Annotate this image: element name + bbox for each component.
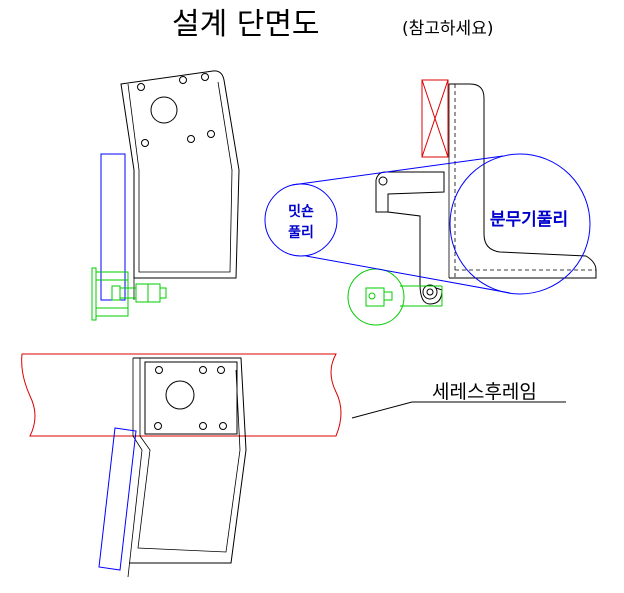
bottom-frame-view: 세레스후레임 [21, 353, 566, 578]
bolt-hole [154, 422, 162, 430]
top-right-belt-drive-view: 밋숀 풀리 분무기풀리 [264, 79, 597, 326]
idler-guard [347, 268, 405, 326]
lower-bracket-plate [144, 361, 238, 435]
belt-upper [291, 155, 504, 186]
bolt-hole [217, 366, 225, 374]
bolt-hole [155, 366, 163, 374]
side-plate [100, 153, 126, 301]
frame-label: 세레스후레임 [432, 381, 537, 403]
bolt-hole [201, 73, 209, 81]
frame-member [421, 79, 449, 158]
drawing-title: 설계 단면도 [172, 7, 320, 42]
lower-bracket-fold [137, 358, 241, 553]
bolt-hole [141, 139, 149, 147]
bracket-fold-line [127, 81, 233, 273]
bearing-assembly [91, 267, 167, 321]
mission-pulley-label-1: 밋숀 [288, 203, 314, 220]
pivot-hole [378, 176, 388, 186]
bracket-main-hole [150, 96, 178, 124]
drawing-title-note: (참고하세요) [402, 19, 493, 39]
bolt-hole [199, 422, 207, 430]
bolt-hole [207, 130, 215, 138]
tensioner-arm [375, 171, 445, 305]
sprayer-pulley-label: 분무기풀리 [490, 210, 568, 230]
bolt-hole [137, 83, 145, 91]
mission-pulley [264, 183, 338, 257]
bolt-hole [219, 422, 227, 430]
lower-side-plate [98, 427, 137, 571]
sprayer-pulley [449, 153, 591, 295]
bracket-outline [120, 70, 240, 279]
bolt-hole [187, 135, 195, 143]
bolt-hole [179, 76, 187, 84]
idler-pulley [422, 284, 438, 300]
top-left-bracket-view [91, 70, 240, 321]
l-bracket [449, 83, 597, 279]
lower-main-hole [165, 380, 195, 410]
frame-leader-line [351, 401, 566, 419]
lower-bracket-outline [129, 357, 247, 564]
frame-tube [21, 353, 342, 437]
belt-lower [305, 255, 511, 294]
bolt-hole [199, 366, 207, 374]
mission-pulley-label-2: 풀리 [288, 225, 314, 241]
